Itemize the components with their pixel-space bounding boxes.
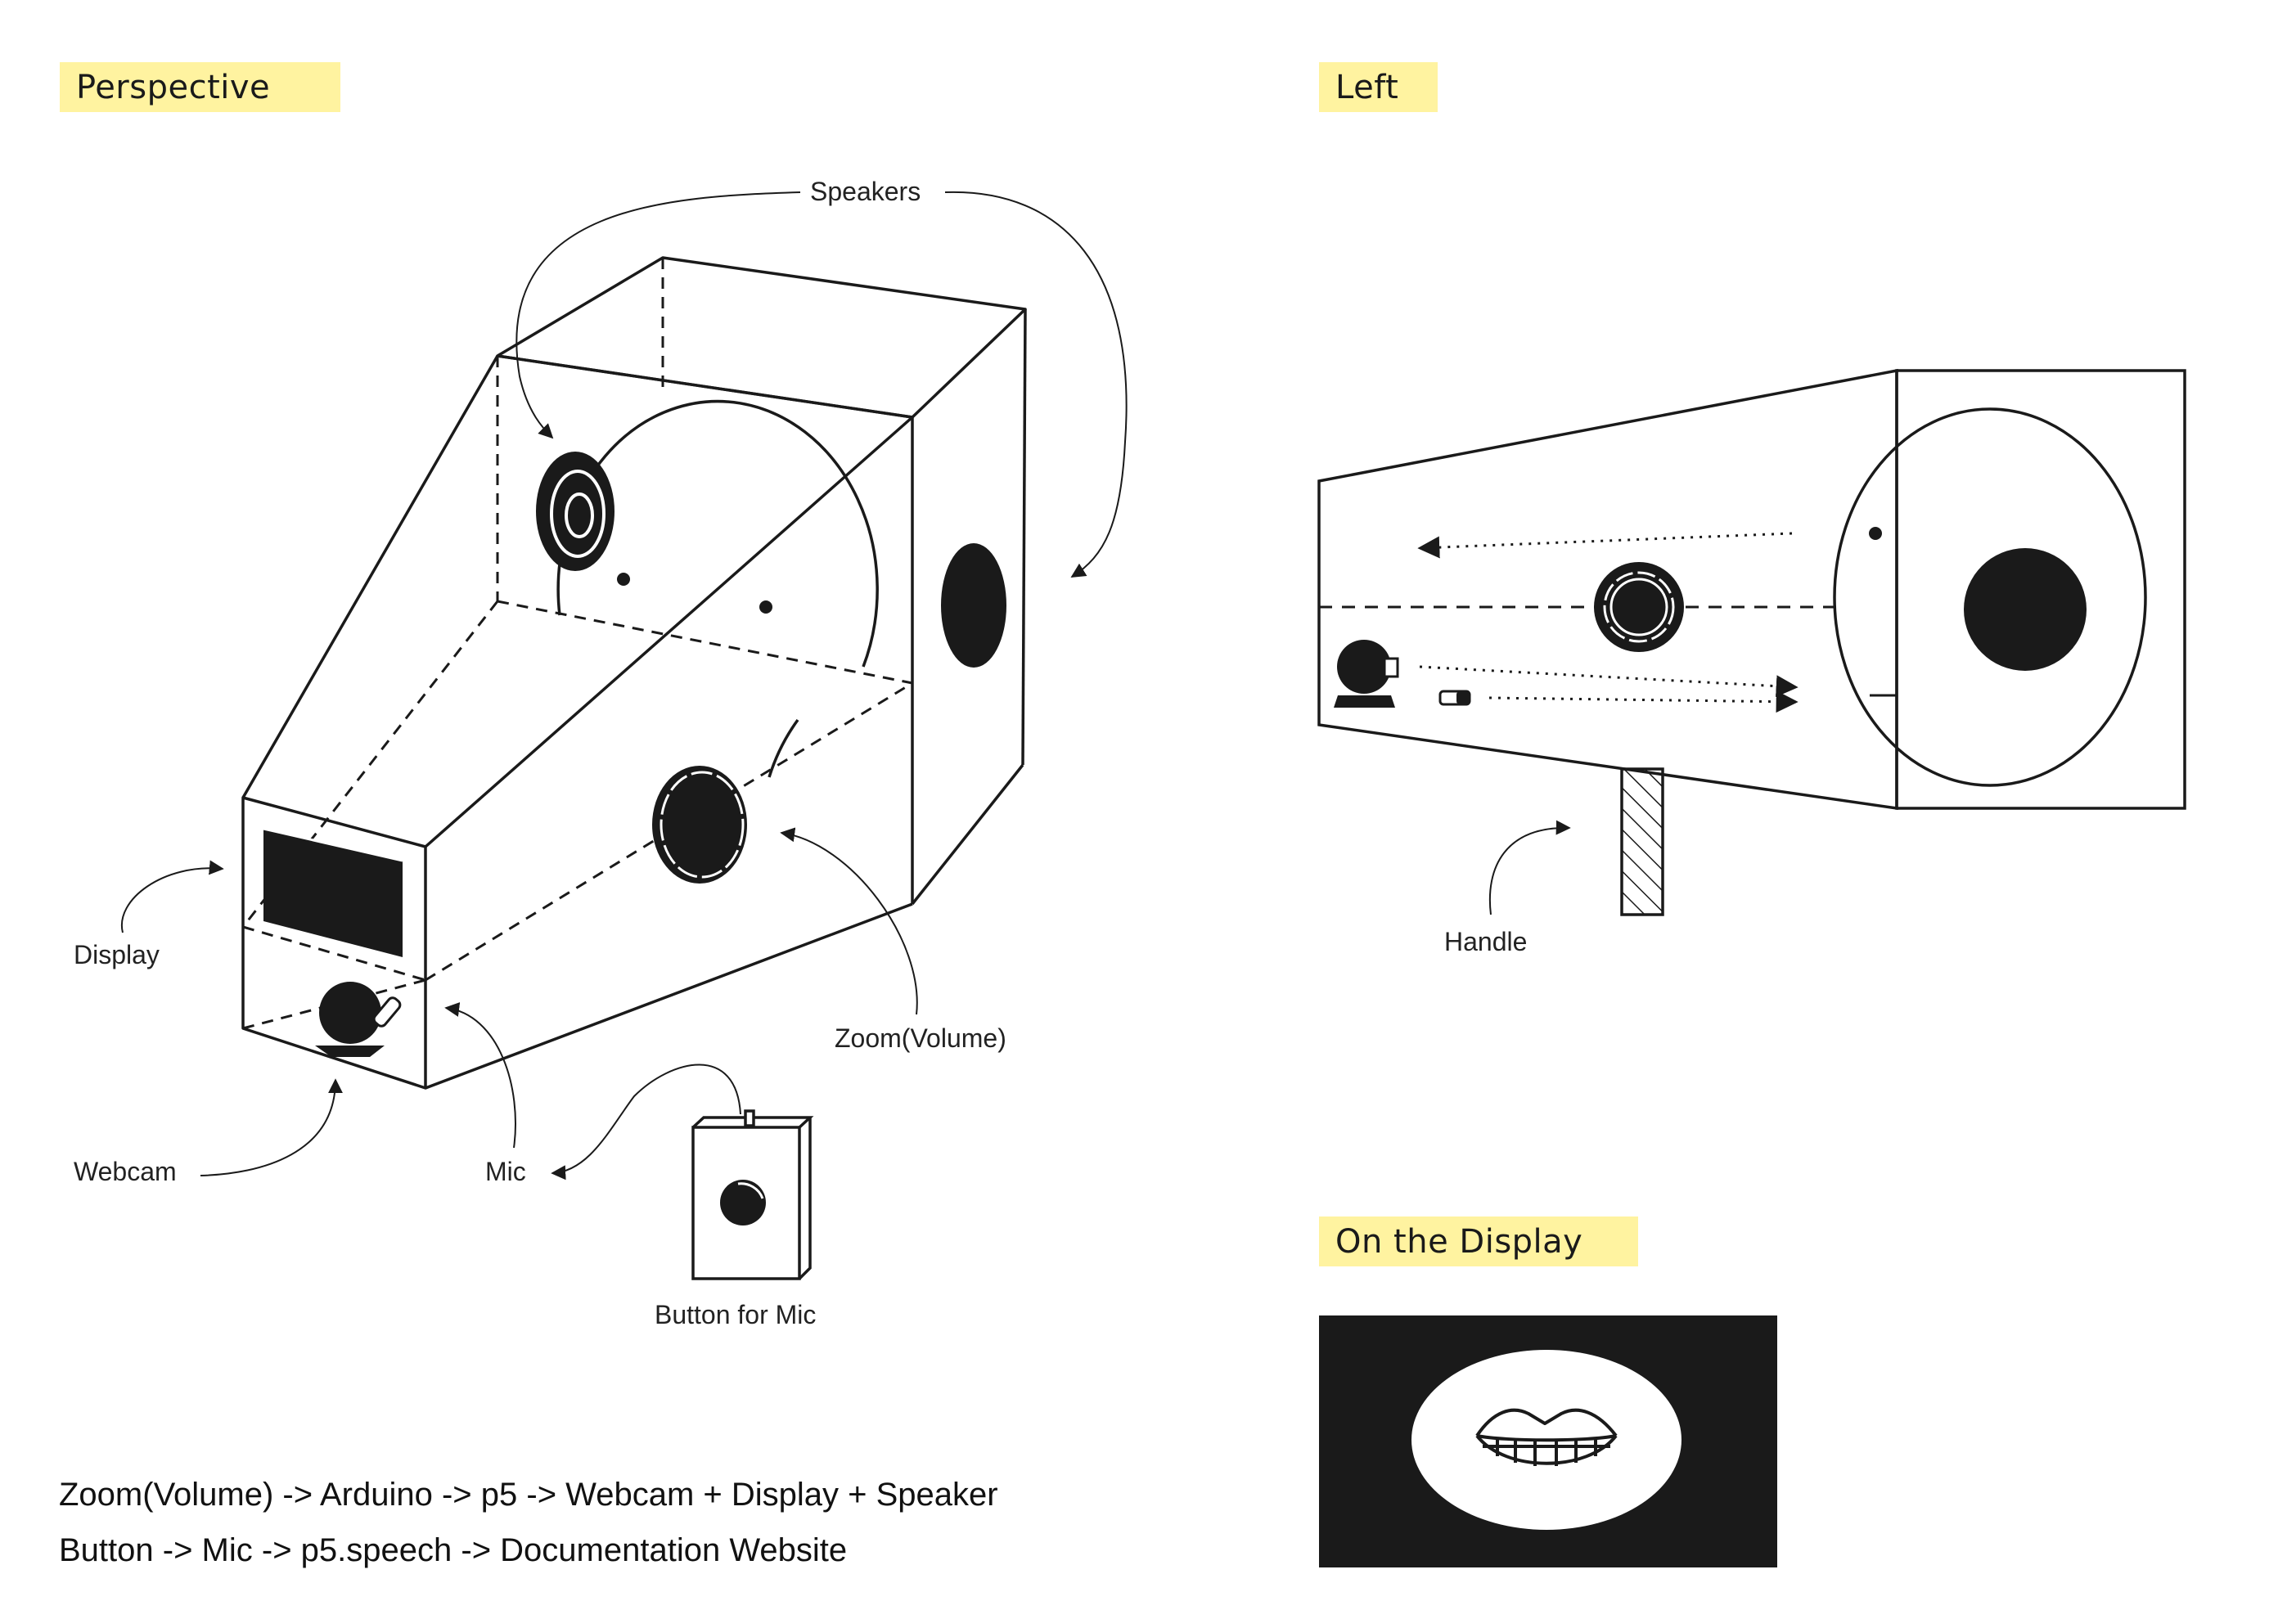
side-speaker-icon [941, 543, 1006, 668]
perspective-device [241, 256, 1027, 1090]
flow-line-1: Zoom(Volume) -> Arduino -> p5 -> Webcam … [59, 1477, 998, 1513]
screw-dot [617, 573, 630, 586]
callout-line [1488, 820, 1571, 915]
section-title-perspective: Perspective [60, 62, 340, 112]
display-preview [1319, 1315, 1777, 1567]
left-speaker-icon [1964, 548, 2087, 671]
screw-dot [1869, 527, 1882, 540]
webcam-icon [315, 982, 402, 1057]
label-handle: Handle [1444, 927, 1527, 956]
mouth-icon [1475, 1408, 1618, 1466]
signal-arrows [1417, 532, 1799, 713]
label-zoom-volume: Zoom(Volume) [835, 1023, 1006, 1053]
label-webcam: Webcam [74, 1157, 177, 1186]
webcam-icon [1334, 640, 1399, 708]
left-device [1317, 368, 2186, 916]
section-title-on-display: On the Display [1319, 1216, 1638, 1266]
mic-icon [1438, 690, 1471, 706]
section-title-left: Left [1319, 62, 1438, 112]
callout-lines [120, 191, 1128, 1181]
zoom-knob-icon [1594, 562, 1684, 652]
label-button-for-mic: Button for Mic [655, 1300, 816, 1329]
zoom-knob-icon [652, 766, 747, 884]
button-box-icon [691, 1109, 814, 1280]
label-speakers: Speakers [810, 177, 921, 206]
label-display: Display [74, 940, 160, 969]
screw-dot [759, 600, 772, 614]
display-screen-icon [263, 827, 403, 957]
flow-line-2: Button -> Mic -> p5.speech -> Documentat… [59, 1532, 848, 1568]
speaker-icon [536, 452, 615, 571]
label-mic: Mic [485, 1157, 526, 1186]
